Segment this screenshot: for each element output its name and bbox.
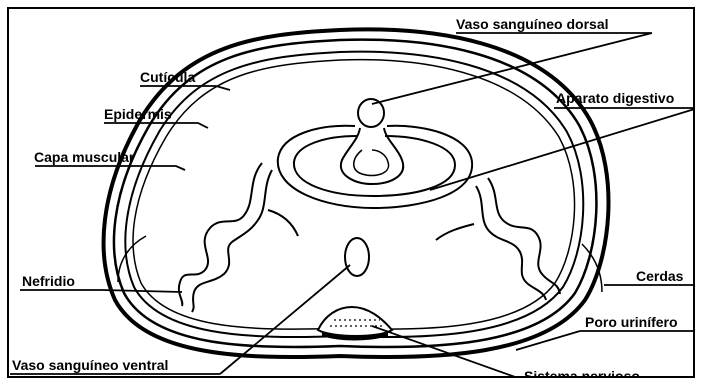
nephridium-right [436, 178, 560, 300]
pointer-aparato-digestivo [430, 108, 698, 190]
label-vaso-sanguineo-ventral: Vaso sanguíneo ventral [12, 357, 168, 373]
pointer-epidermis [104, 123, 208, 128]
typhlosole-inner [354, 150, 389, 176]
pointer-nefridio [20, 290, 182, 292]
label-capa-muscular: Capa muscular [34, 149, 135, 165]
label-aparato-digestivo: Aparato digestivo [556, 90, 674, 106]
pointer-capa-muscular [35, 166, 185, 170]
intestine-inner-wall [294, 136, 455, 196]
intestine [278, 126, 472, 208]
seta-left [118, 236, 146, 282]
nephridium-left [179, 163, 298, 312]
label-cuticula: Cutícula [140, 69, 195, 85]
ventral-nerve-cord [318, 307, 392, 341]
pointer-cuticula [140, 86, 230, 90]
label-poro-urinifero: Poro urinífero [585, 314, 678, 330]
ventral-blood-vessel [345, 238, 369, 276]
label-cerdas: Cerdas [636, 268, 684, 284]
nerve-cord-outline [318, 307, 392, 336]
label-sistema-nervioso: Sistema nervioso [524, 368, 640, 384]
label-nefridio: Nefridio [22, 273, 75, 289]
label-epidermis: Epidermis [104, 106, 172, 122]
dorsal-blood-vessel [358, 99, 384, 127]
label-vaso-sanguineo-dorsal: Vaso sanguíneo dorsal [456, 16, 609, 32]
